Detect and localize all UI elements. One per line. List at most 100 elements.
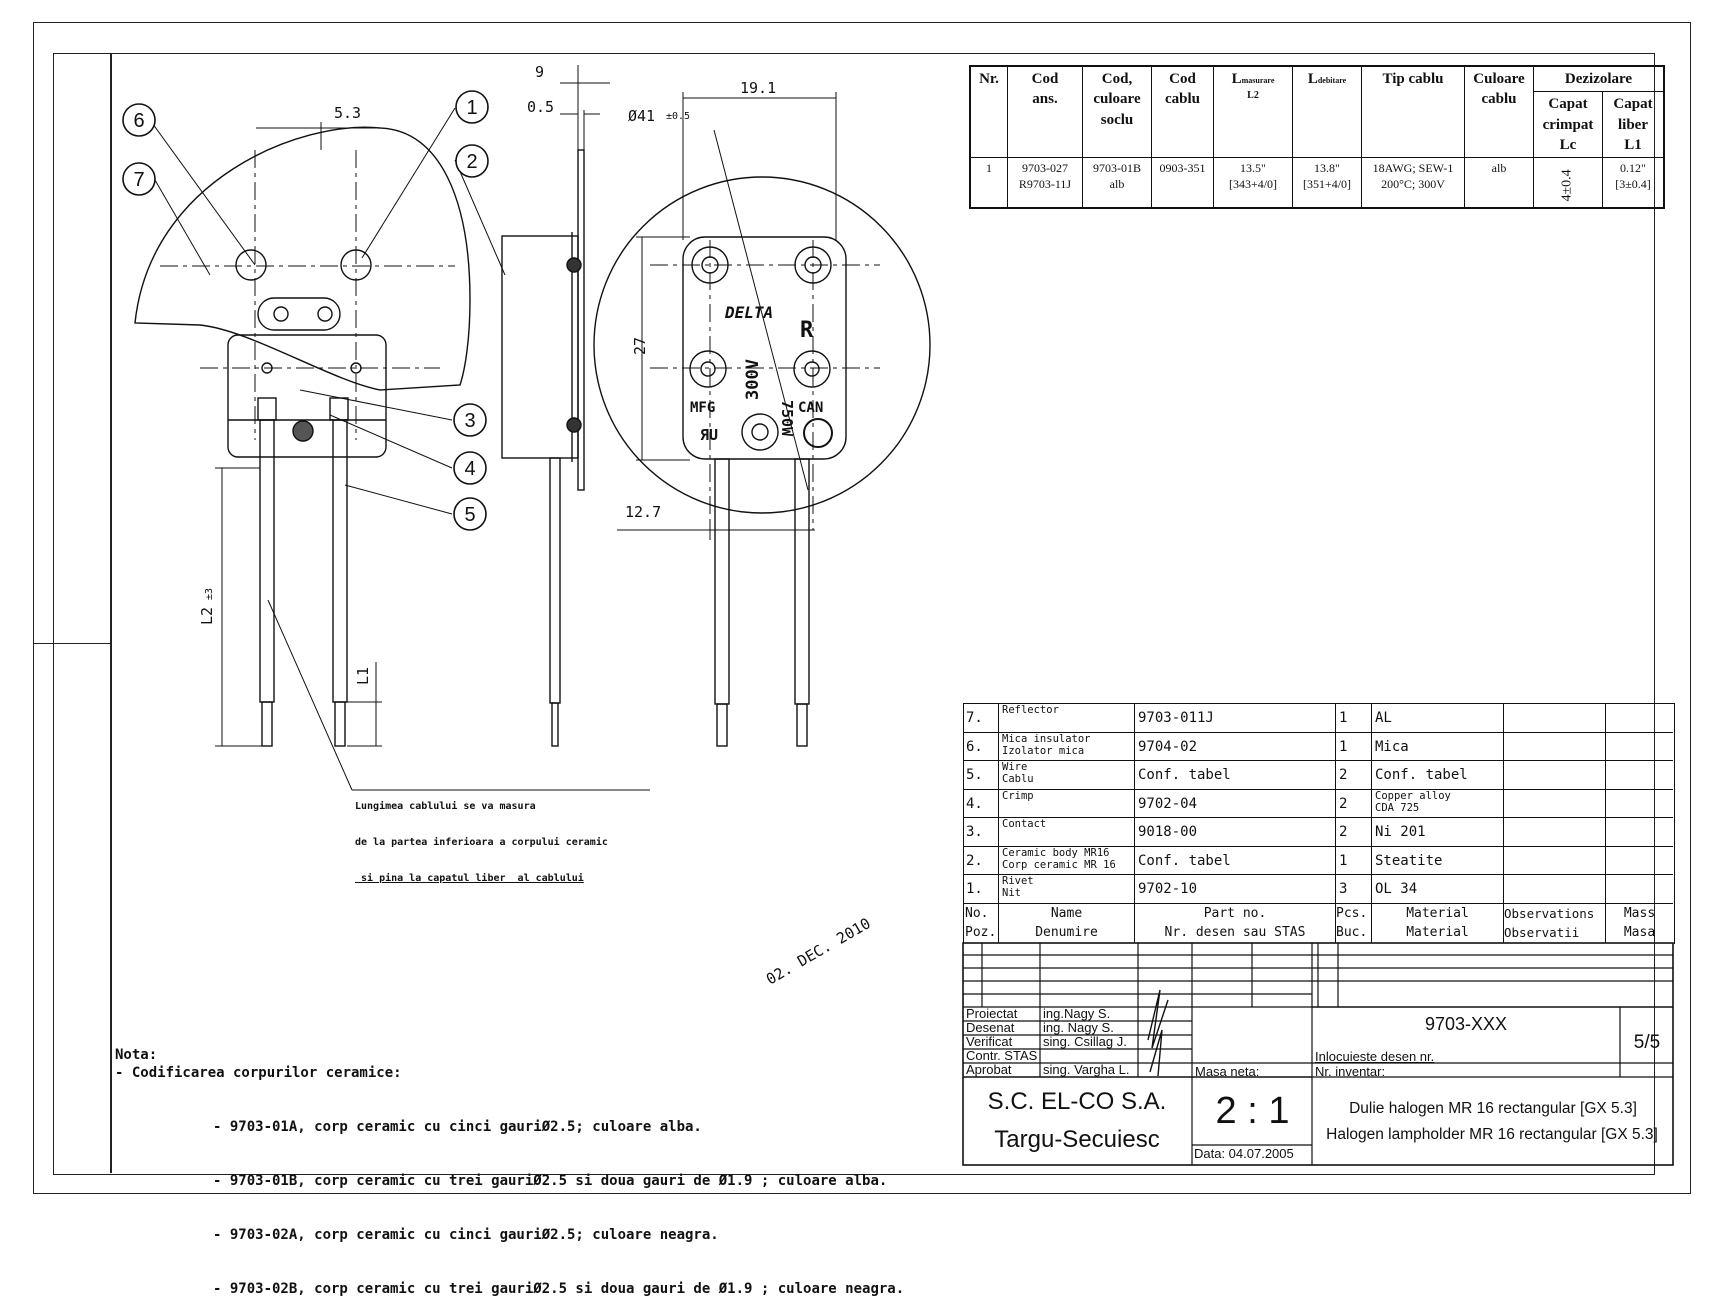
row-ld-2: [351+4/0] [1302, 177, 1352, 192]
callout-4-circle [453, 451, 487, 485]
callout-3: 3 [464, 410, 475, 432]
row-capat-liber: 0.12" [3±0.4] [1602, 157, 1665, 208]
bom-no: 4. [966, 795, 983, 812]
bom-pcs: 1 [1339, 738, 1348, 755]
cable-note-line-3: si pina la capatul liber al cablului [355, 873, 584, 884]
bom-hdr-name-2: Denumire [1035, 925, 1098, 940]
drawing-frame [53, 53, 1655, 1175]
hdr-cl-2: liber [1618, 116, 1648, 133]
notes-items: - 9703-01A, corp ceramic cu cinci gauriØ… [213, 1082, 904, 1316]
dim-27: 27 [631, 337, 649, 355]
bom-hdr-name: Name Denumire [999, 904, 1134, 944]
bom-no: 1. [966, 881, 983, 897]
title-ro: Dulie halogen MR 16 rectangular [GX 5.3] [1349, 1100, 1637, 1117]
hdr-capat-crimpat: Capat crimpat Lc [1533, 91, 1603, 158]
row-cod-ans-2: R9703-11J [1018, 177, 1072, 192]
hdr-l-masurare: Lmasurare L2 [1213, 65, 1293, 158]
bom-name: Crimp [999, 790, 1137, 818]
role-aprobat: Aprobat [966, 1062, 1012, 1077]
notes-heading: Nota: [115, 1047, 158, 1063]
bom-hdr-no: No. Poz. [963, 904, 1000, 944]
bom-hdr-mass-1: Mass [1623, 906, 1656, 921]
bom-no: 7. [966, 710, 983, 726]
bom-part: 9703-011J [1138, 710, 1214, 726]
hdr-cod-cablu: Cod cablu [1151, 65, 1214, 158]
bom-part: 9704-02 [1138, 738, 1198, 755]
row-tip-cablu: 18AWG; SEW-1 200°C; 300V [1361, 157, 1465, 208]
hdr-cod-ans: Cod ans. [1007, 65, 1083, 158]
drawing-number: 9703-XXX [1424, 1014, 1508, 1034]
bom-header-row: No. Poz. Name Denumire Part no. Nr. dese… [963, 903, 1673, 944]
hdr-cod-ans-2: ans. [1032, 91, 1058, 108]
callout-3-circle [453, 403, 487, 437]
dim-41-tol: ±0.5 [666, 111, 690, 122]
callout-4: 4 [464, 458, 475, 480]
bom-material: Mica [1375, 738, 1409, 755]
marking-power: 750W [778, 400, 796, 437]
row-l-masurare: 13.5" [343+4/0] [1213, 157, 1293, 208]
title-names: ing.Nagy S. ing. Nagy S. sing. Csillag J… [1043, 1007, 1129, 1077]
hdr-tip-cablu: Tip cablu [1361, 65, 1465, 158]
callout-1: 1 [466, 97, 477, 119]
bom-name-line: Reflector [1002, 704, 1059, 716]
hdr-ccs-3: soclu [1100, 111, 1134, 128]
cable-note-line-1: Lungimea cablului se va masura [355, 801, 536, 812]
bom-hdr-no-2: Poz. [965, 925, 997, 940]
dim-5-3: 5.3 [334, 104, 361, 122]
bom-name-line: Ceramic body MR16 [1002, 846, 1110, 859]
note-item-4: - 9703-02B, corp ceramic cu trei gauriØ2… [213, 1281, 905, 1297]
hdr-ccs-1: Cod, [1101, 71, 1133, 87]
bom-name-line: Wire [1002, 761, 1028, 773]
sheet-number: 5/5 [1633, 1032, 1661, 1053]
date: Data: 04.07.2005 [1194, 1146, 1294, 1161]
bom-hdr-part-1: Part no. [1203, 906, 1267, 921]
row-cod-ans: 9703-027 R9703-11J [1007, 157, 1083, 208]
callout-5: 5 [464, 504, 475, 526]
bom-hdr-pcs-1: Pcs. [1336, 906, 1368, 921]
bom-part: 9702-04 [1138, 795, 1198, 812]
company-name: S.C. EL-CO S.A. [987, 1088, 1167, 1115]
name-aprobat: sing. Vargha L. [1043, 1062, 1130, 1077]
notes-intro: - Codificarea corpurilor ceramice: [115, 1065, 402, 1081]
drawing-sheet-border [33, 22, 1691, 1194]
marking-r: R [800, 318, 814, 343]
bom-hdr-pcs-2: Buc. [1336, 925, 1368, 940]
row-cod-culoare-soclu: 9703-01B alb [1082, 157, 1152, 208]
callout-2: 2 [466, 151, 477, 173]
bom-pcs: 1 [1339, 852, 1348, 869]
cable-note-line-2: de la partea inferioara a corpului ceram… [355, 837, 608, 848]
row-ccs-1: 9703-01B [1093, 161, 1141, 175]
note-item-3: - 9703-02A, corp ceramic cu cinci gauriØ… [213, 1227, 719, 1243]
note-item-2: - 9703-01B, corp ceramic cu trei gauriØ2… [213, 1173, 888, 1189]
bom-name-line: Cablu [1002, 773, 1034, 785]
hdr-nr: Nr. [969, 65, 1008, 158]
hdr-lm-sub: masurare [1241, 76, 1275, 85]
hdr-cl-1: Capat [1613, 96, 1653, 113]
hdr-cul-2: cablu [1481, 91, 1517, 108]
note-item-1: - 9703-01A, corp ceramic cu cinci gauriØ… [213, 1119, 702, 1135]
bom-name-line: Contact [1002, 818, 1047, 830]
callout-5-circle [453, 497, 487, 531]
row-cod-ans-1: 9703-027 [1022, 161, 1068, 175]
bom-material: Ni 201 [1375, 824, 1426, 840]
bom-no: 5. [966, 767, 983, 783]
callout-7: 7 [133, 169, 144, 191]
hdr-ccr-3: Lc [1559, 136, 1577, 153]
bom-no: 6. [966, 738, 983, 755]
left-margin-line [110, 53, 112, 1173]
bom-hdr-name-1: Name [1050, 906, 1083, 921]
name-contr-stas [1043, 1049, 1129, 1063]
bom-name-line: Mica insulator [1002, 732, 1091, 745]
bom-hdr-no-1: No. [965, 906, 989, 921]
row-lm-1: 13.5" [1240, 161, 1266, 175]
hdr-cl-3: L1 [1624, 136, 1642, 153]
name-verificat: sing. Csillag J. [1043, 1034, 1127, 1049]
bom-material: OL 34 [1375, 881, 1418, 897]
row-capat-crimpat: 4±0.4 [1533, 157, 1603, 208]
